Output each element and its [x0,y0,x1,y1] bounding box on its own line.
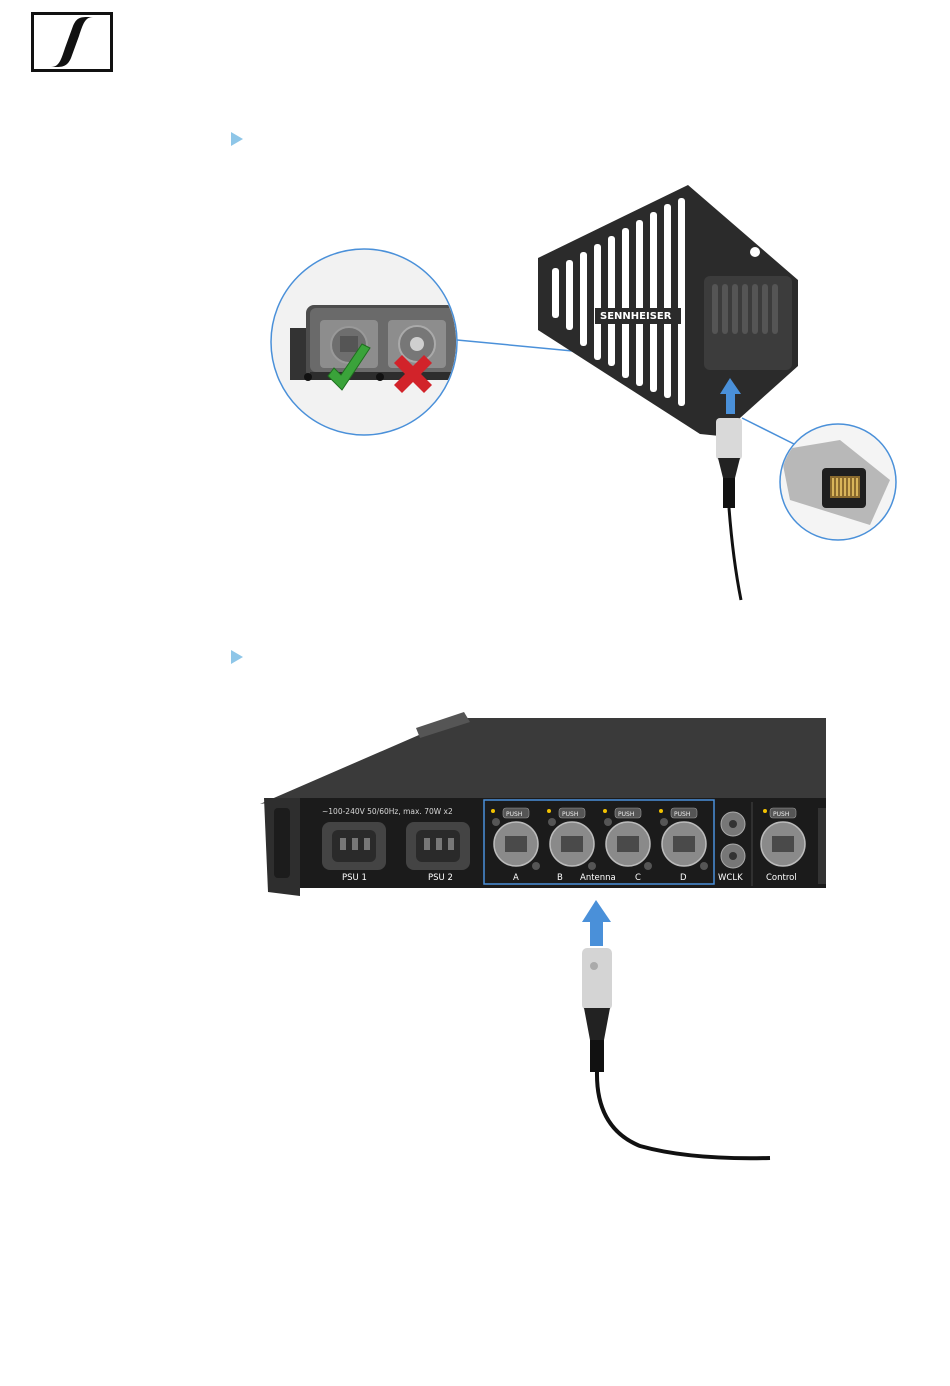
psu2-socket [406,822,470,870]
directional-antenna: SENNHEISER [538,185,798,436]
step1-antenna-illustration: SENNHEISER [270,180,910,605]
antenna-cable [716,418,742,600]
antenna-cable [582,948,770,1158]
sennheiser-logo [31,12,113,72]
step2-bullet [231,650,243,664]
connector-detail-magnifier [271,249,464,435]
antenna-label: Antenna [580,873,616,883]
rj45-plug-magnifier [780,424,896,540]
psu1-label: PSU 1 [342,873,367,883]
control-label: Control [766,873,797,883]
sennheiser-s-logo-icon [31,12,113,72]
antenna-brand-label: SENNHEISER [600,311,672,322]
port-b-label: B [557,873,563,883]
port-a-label: A [513,873,519,883]
wclk-label: WCLK [718,873,743,883]
push-label-b: PUSH [562,811,578,818]
port-d-label: D [680,873,687,883]
step2-receiver-illustration: ~100-240V 50/60Hz, max. 70W x2 PSU 1 PSU… [260,708,826,1168]
push-label-d: PUSH [674,811,690,818]
psu2-label: PSU 2 [428,873,453,883]
push-label-c: PUSH [618,811,634,818]
psu1-socket [322,822,386,870]
push-label-control: PUSH [773,811,789,818]
step1-bullet [231,132,243,146]
push-label-a: PUSH [506,811,522,818]
power-rating-label: ~100-240V 50/60Hz, max. 70W x2 [322,807,453,816]
up-arrow-icon [582,900,611,946]
port-c-label: C [635,873,641,883]
